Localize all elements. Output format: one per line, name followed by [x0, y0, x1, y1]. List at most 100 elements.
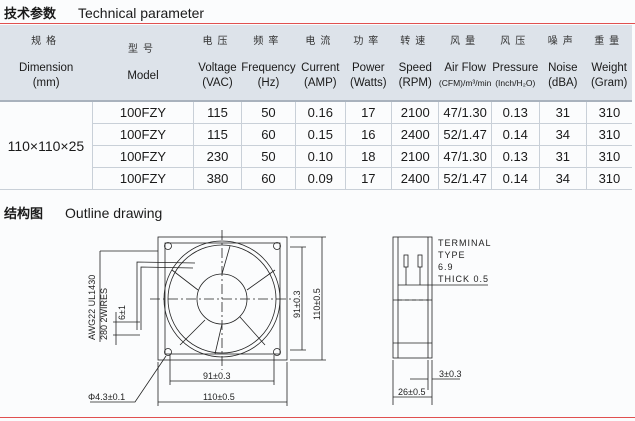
- header-en: Current: [301, 62, 340, 74]
- table-cell: 310: [586, 123, 632, 146]
- heading-cn: 结构图: [4, 207, 44, 222]
- header-en: Pressure: [492, 62, 539, 74]
- column-header: 规格 Dimension (mm): [0, 25, 93, 102]
- terminal-line: TYPE: [438, 250, 466, 260]
- terminal-line: TERMINAL: [438, 238, 492, 248]
- header-cn: 电压: [202, 36, 233, 47]
- table-cell: 115: [193, 101, 242, 124]
- size-vertical-label: 110±0.5: [312, 288, 322, 320]
- header-cn: 重量: [594, 36, 625, 47]
- outline-drawing-heading: 结构图 Outline drawing: [4, 203, 162, 222]
- header-unit: (RPM): [398, 77, 432, 89]
- header-en: Noise: [548, 62, 578, 74]
- hole-pitch-horizontal-label: 91±0.3: [203, 371, 230, 381]
- technical-parameter-heading: 技术参数 Technical parameter: [4, 3, 204, 22]
- flange-label: 3±0.3: [439, 369, 461, 379]
- table-cell: 0.15: [295, 123, 346, 146]
- wire-spec-label: AWG22 UL1430: [87, 275, 97, 340]
- header-cn: 型号: [127, 43, 158, 55]
- table-cell: 31: [539, 145, 587, 168]
- heading-en: Outline drawing: [65, 205, 163, 221]
- header-cn: 噪声: [547, 36, 578, 47]
- table-cell: 100FZY: [92, 145, 195, 168]
- table-cell: 0.16: [295, 101, 346, 124]
- table-cell: 310: [586, 167, 632, 190]
- wire: [99, 250, 196, 345]
- table-cell: 47/1.30: [438, 145, 492, 168]
- table-cell: 31: [539, 101, 587, 124]
- hole-diameter-label: Φ4.3±0.1: [88, 392, 125, 402]
- table-cell: 0.10: [295, 145, 346, 168]
- header-unit: (Watts): [350, 77, 387, 89]
- header-en: Speed: [398, 62, 432, 74]
- table-cell: 100FZY: [92, 123, 195, 146]
- header-unit: (VAC): [202, 77, 233, 89]
- table-cell: 2400: [391, 167, 440, 190]
- table-cell: 0.14: [491, 167, 540, 190]
- header-unit: (AMP): [304, 77, 337, 89]
- header-en: Voltage: [198, 62, 237, 74]
- header-en: Frequency: [241, 62, 296, 74]
- header-cn: 功率: [353, 36, 384, 47]
- table-cell: 2100: [391, 101, 440, 124]
- header-en: Model: [127, 69, 159, 82]
- fan-front-view: [150, 230, 295, 370]
- table-cell: 50: [241, 101, 297, 124]
- header-cn: 风量: [450, 36, 481, 47]
- table-cell: 17: [345, 167, 393, 190]
- table-cell: 50: [241, 145, 297, 168]
- table-cell: 230: [193, 145, 242, 168]
- table-cell: 380: [193, 167, 242, 190]
- header-cn: 风压: [500, 36, 531, 47]
- column-header: 噪声 Noise (dBA): [539, 25, 587, 102]
- header-cn: 转速: [400, 36, 431, 47]
- table-cell: 47/1.30: [438, 101, 492, 124]
- column-header: 风量 Air Flow (CFM)/m³/min: [438, 25, 492, 102]
- table-cell: 52/1.47: [438, 167, 492, 190]
- header-en: Power: [352, 62, 385, 74]
- hole-pitch-vertical-label: 91±0.3: [292, 291, 302, 318]
- column-header: 电压 Voltage (VAC): [193, 25, 242, 102]
- terminal-note: TERMINAL TYPE 6.9 THICK 0.5: [438, 238, 492, 284]
- column-header: 功率 Power (Watts): [345, 25, 392, 102]
- header-unit: (Hz): [257, 77, 280, 89]
- table-cell: 34: [539, 167, 587, 190]
- table-cell: 0.13: [491, 145, 540, 168]
- divider: [0, 23, 635, 24]
- header-unit: (dBA): [548, 77, 578, 89]
- table-cell: 100FZY: [92, 167, 195, 190]
- header-en: Weight: [591, 62, 627, 74]
- table-cell: 18: [345, 145, 393, 168]
- wire-length-label: 280 2WIRES: [99, 288, 109, 340]
- bottom-divider: [0, 417, 635, 418]
- terminal-line: 6.9: [438, 262, 454, 272]
- table-cell: 115: [193, 123, 242, 146]
- header-cn: 规格: [31, 36, 62, 47]
- table-cell: 34: [539, 123, 587, 146]
- table-cell: 0.13: [491, 101, 540, 124]
- dimension-cell: 110×110×25: [0, 101, 93, 190]
- header-unit: (CFM)/m³/min: [438, 78, 492, 88]
- size-horizontal-label: 110±0.5: [203, 392, 235, 402]
- header-en: Dimension: [18, 62, 74, 74]
- column-header: 型号 Model: [92, 25, 194, 102]
- heading-cn: 技术参数: [4, 7, 57, 22]
- header-unit: (mm): [32, 77, 60, 89]
- table-cell: 2400: [391, 123, 440, 146]
- table-cell: 60: [241, 167, 297, 190]
- header-en: Air Flow: [444, 62, 486, 74]
- table-cell: 60: [241, 123, 297, 146]
- column-header: 转速 Speed (RPM): [391, 25, 439, 102]
- table-cell: 100FZY: [92, 101, 195, 124]
- heading-en: Technical parameter: [78, 5, 205, 21]
